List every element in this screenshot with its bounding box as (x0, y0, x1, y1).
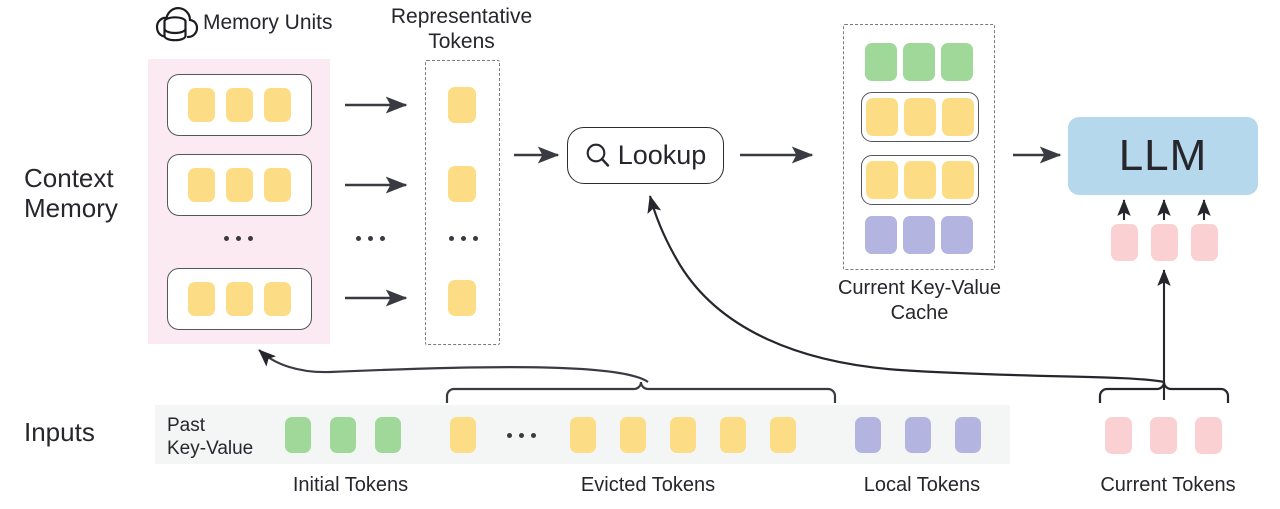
representative-tokens-label: Representative Tokens (390, 5, 533, 53)
input-token-evicted-6 (770, 417, 796, 453)
local-tokens-label: Local Tokens (863, 474, 981, 496)
memory-token (226, 282, 253, 316)
kv-token (866, 98, 898, 136)
kv-token (865, 43, 897, 81)
input-token-local-2 (905, 417, 931, 453)
memory-unit-3[interactable] (167, 268, 312, 330)
input-token-evicted-5 (720, 417, 746, 453)
input-token-evicted-3 (620, 417, 646, 453)
memory-units-ellipsis (224, 236, 253, 241)
lookup-button[interactable]: Lookup (567, 127, 724, 184)
memory-unit-2[interactable] (167, 154, 312, 216)
current-tokens-label: Current Tokens (1100, 474, 1236, 496)
input-token-initial-2 (330, 417, 356, 453)
memory-token (264, 282, 291, 316)
input-token-local-3 (955, 417, 981, 453)
context-memory-label: Context Memory (24, 163, 118, 223)
representative-token-3 (448, 280, 476, 316)
kv-token (941, 216, 973, 254)
brace-current-tokens (1098, 381, 1230, 403)
llm-input-token-1 (1111, 224, 1138, 261)
memory-token (226, 88, 253, 122)
kv-token (942, 161, 974, 199)
input-token-local-1 (855, 417, 881, 453)
input-token-current-3 (1195, 417, 1222, 454)
memory-token (188, 282, 215, 316)
llm-label: LLM (1118, 131, 1208, 180)
representative-tokens-ellipsis (449, 236, 478, 241)
evicted-tokens-label: Evicted Tokens (580, 474, 716, 496)
input-token-initial-3 (375, 417, 401, 453)
input-tokens-ellipsis (507, 433, 536, 438)
arrow-evicted-to-context-memory (258, 349, 649, 383)
kv-cache-label: Current Key-Value Cache (837, 277, 1002, 324)
input-token-current-1 (1105, 417, 1132, 454)
kv-cache-unit-1[interactable] (861, 92, 979, 142)
memory-token (226, 168, 253, 202)
llm-input-token-3 (1191, 224, 1218, 261)
memory-token (188, 168, 215, 202)
cloud-database-icon (155, 4, 199, 46)
representative-token-2 (448, 166, 476, 202)
memory-token (188, 88, 215, 122)
kv-token (903, 216, 935, 254)
kv-token (941, 43, 973, 81)
past-key-value-label: Past Key-Value (167, 415, 254, 459)
kv-token (942, 98, 974, 136)
llm-box[interactable]: LLM (1068, 117, 1258, 195)
memory-units-label: Memory Units (203, 11, 333, 34)
brace-evicted-tokens (445, 381, 837, 403)
representative-token-1 (448, 87, 476, 123)
arrow-column-ellipsis (356, 236, 385, 241)
kv-token (865, 216, 897, 254)
kv-token (904, 98, 936, 136)
kv-cache-row-purple (865, 216, 975, 254)
input-token-evicted-1 (450, 417, 476, 453)
memory-token (264, 168, 291, 202)
initial-tokens-label: Initial Tokens (292, 474, 409, 496)
input-token-initial-1 (285, 417, 311, 453)
inputs-label: Inputs (24, 417, 95, 447)
lookup-label: Lookup (617, 140, 707, 170)
kv-token (866, 161, 898, 199)
memory-token (264, 88, 291, 122)
magnifier-icon (585, 142, 611, 169)
memory-unit-1[interactable] (167, 74, 312, 136)
kv-cache-unit-2[interactable] (861, 155, 979, 205)
input-token-evicted-2 (570, 417, 596, 453)
input-token-evicted-4 (670, 417, 696, 453)
kv-token (904, 161, 936, 199)
llm-input-token-2 (1151, 224, 1178, 261)
kv-cache-row-green (865, 43, 975, 81)
input-token-current-2 (1150, 417, 1177, 454)
kv-token (903, 43, 935, 81)
representative-tokens-box (425, 60, 500, 345)
